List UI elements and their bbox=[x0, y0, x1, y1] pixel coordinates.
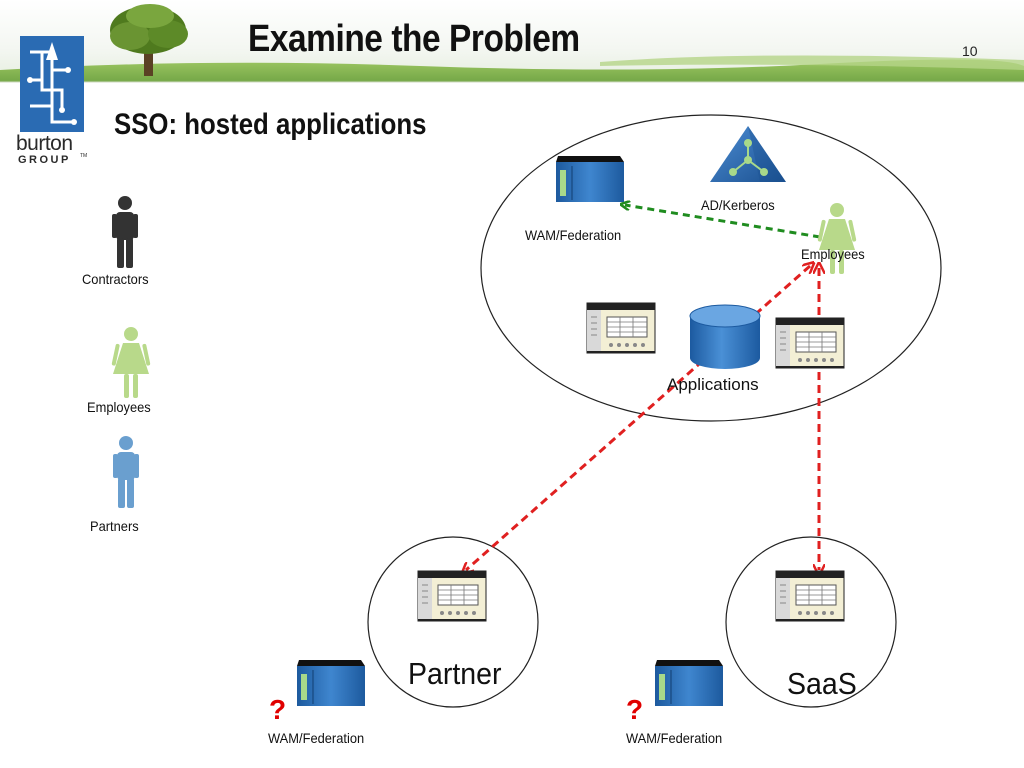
server-rack-icon bbox=[655, 660, 723, 706]
enterprise-employee-icon bbox=[817, 203, 857, 274]
application-window-icon bbox=[417, 570, 487, 622]
partner-label: Partner bbox=[408, 656, 502, 691]
link-employees-to-partner bbox=[466, 266, 810, 570]
partner-unknown-mark: ? bbox=[269, 694, 287, 725]
server-rack-icon bbox=[297, 660, 365, 706]
legend-contractors-label: Contractors bbox=[82, 271, 149, 287]
application-window-icon bbox=[775, 570, 845, 622]
logo-text-burton: burton bbox=[16, 132, 73, 155]
application-window-icon bbox=[586, 302, 656, 354]
saas-wam-label: WAM/Federation bbox=[626, 730, 723, 746]
saas-label: SaaS bbox=[787, 666, 857, 701]
saas-unknown-mark: ? bbox=[626, 694, 644, 725]
link-employees-to-wam bbox=[625, 205, 821, 239]
slide-subtitle: SSO: hosted applications bbox=[114, 108, 427, 141]
applications-label: Applications bbox=[667, 375, 759, 394]
logo-text-group: GROUP bbox=[18, 154, 71, 166]
application-window-icon bbox=[775, 317, 845, 369]
directory-pyramid-icon bbox=[710, 126, 786, 182]
ad-kerberos-label: AD/Kerberos bbox=[701, 197, 775, 213]
logo-text-tm: TM bbox=[80, 153, 88, 159]
burton-group-logo: burton GROUP TM bbox=[14, 36, 94, 168]
enterprise-employees-label: Employees bbox=[801, 246, 865, 262]
partner-wam-label: WAM/Federation bbox=[268, 730, 365, 746]
legend-partners-label: Partners bbox=[90, 518, 139, 534]
page-number: 10 bbox=[962, 43, 978, 59]
partner-boundary bbox=[367, 536, 539, 708]
slide-title: Examine the Problem bbox=[248, 18, 580, 60]
database-cylinder-icon bbox=[689, 304, 761, 369]
legend-employees-label: Employees bbox=[87, 399, 151, 415]
enterprise-wam-label: WAM/Federation bbox=[525, 227, 622, 243]
partner-person-icon bbox=[113, 436, 139, 508]
contractor-person-icon bbox=[112, 196, 138, 268]
server-rack-icon bbox=[556, 156, 624, 202]
employee-person-icon bbox=[111, 327, 151, 398]
